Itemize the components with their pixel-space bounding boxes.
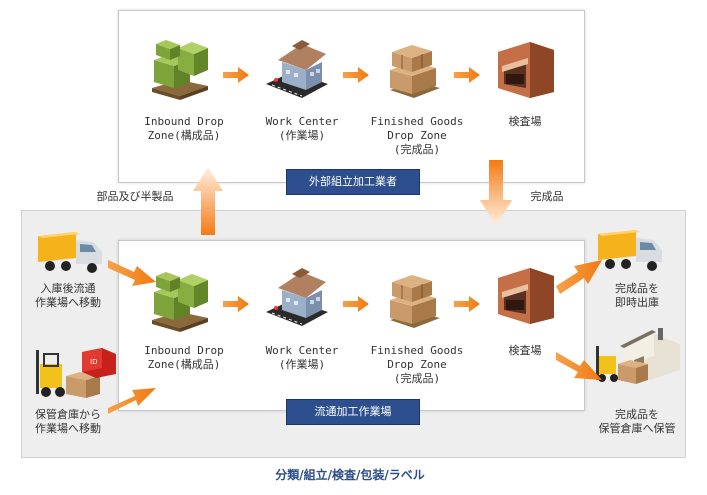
- flow-arrow: [343, 67, 369, 83]
- output-arrow: [556, 260, 602, 294]
- truck-icon: [36, 228, 106, 278]
- stage-label-inbound-drop-zone: Inbound Drop Zone(構成品): [144, 115, 224, 142]
- stage-label-inspection: 検査場: [508, 115, 542, 128]
- stage-label-finished-goods-drop-zone: Finished Goods Drop Zone (完成品): [370, 344, 464, 385]
- stacked-boxes-icon: [380, 40, 450, 100]
- flow-arrow: [454, 67, 480, 83]
- inspection-dock-icon: [490, 36, 560, 100]
- stage-label-work-center: Work Center (作業場): [265, 344, 339, 371]
- flow-arrow: [223, 296, 249, 312]
- flow-arrow: [343, 296, 369, 312]
- building-icon: [262, 40, 332, 100]
- pallet-boxes-icon: [144, 40, 214, 100]
- stage-label-work-center: Work Center (作業場): [265, 115, 339, 142]
- flow-arrow: [223, 67, 249, 83]
- stacked-boxes-icon: [380, 270, 450, 330]
- output-label-store: 完成品を 保管倉庫へ保管: [598, 408, 676, 435]
- warehouse-forklift-icon: [594, 326, 684, 386]
- inspection-dock-icon: [490, 262, 560, 326]
- forklift-icon: [30, 344, 120, 404]
- footer-caption: 分類/組立/検査/包装/ラベル: [275, 468, 425, 482]
- parts-up-arrow: [193, 167, 223, 235]
- input-arrow: [108, 388, 156, 414]
- stage-label-inbound-drop-zone: Inbound Drop Zone(構成品): [144, 344, 224, 371]
- external-assembly-badge: 外部組立加工業者: [286, 169, 420, 195]
- distribution-workshop-badge: 流通加工作業場: [286, 399, 420, 425]
- building-icon: [262, 268, 332, 328]
- input-label-truck: 入庫後流通 作業場へ移動: [35, 282, 101, 309]
- input-label-forklift: 保管倉庫から 作業場へ移動: [35, 408, 101, 435]
- external-assembly-panel: [118, 10, 585, 183]
- finished-down-arrow: [480, 160, 512, 226]
- flow-arrow: [454, 296, 480, 312]
- parts-flow-label: 部品及び半製品: [96, 190, 174, 203]
- stage-label-finished-goods-drop-zone: Finished Goods Drop Zone (完成品): [370, 115, 464, 156]
- output-arrow: [556, 352, 602, 380]
- truck-icon: [596, 226, 666, 276]
- output-label-ship: 完成品を 即時出庫: [615, 282, 659, 309]
- input-arrow: [108, 260, 156, 286]
- stage-label-inspection: 検査場: [508, 344, 542, 357]
- finished-flow-label: 完成品: [530, 190, 564, 203]
